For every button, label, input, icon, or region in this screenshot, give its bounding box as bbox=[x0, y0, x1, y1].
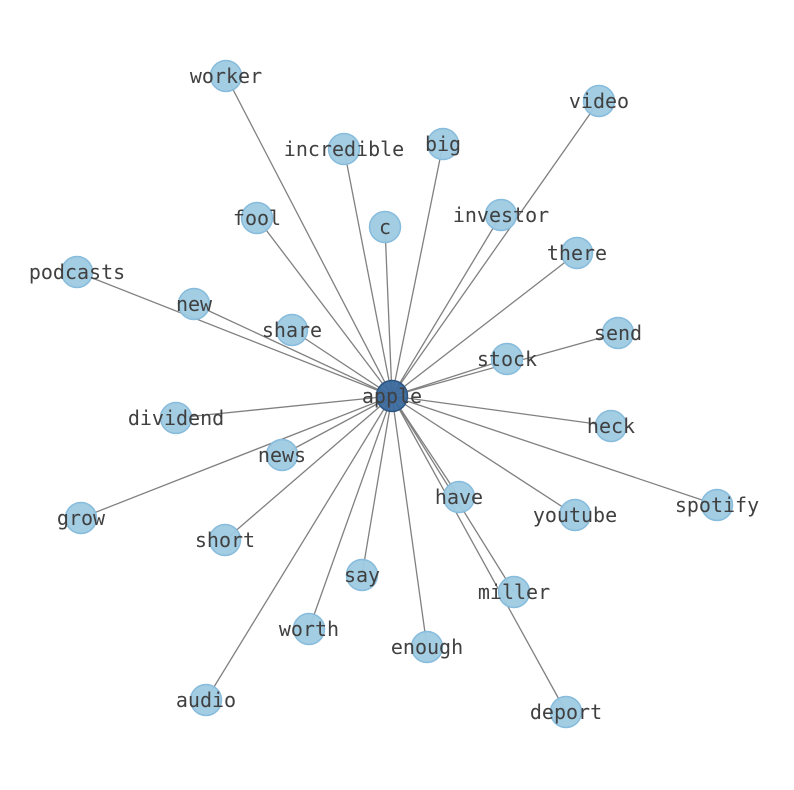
edge-apple-c bbox=[384, 226, 393, 397]
node-new[interactable] bbox=[177, 287, 211, 321]
edge-apple-dividend bbox=[175, 395, 393, 419]
node-spotify[interactable] bbox=[700, 488, 734, 522]
edge-apple-incredible bbox=[343, 148, 393, 397]
node-label-miller: miller bbox=[478, 580, 550, 604]
node-label-video: video bbox=[569, 89, 629, 113]
node-label-worker: worker bbox=[190, 64, 262, 88]
node-youtube[interactable] bbox=[558, 498, 592, 532]
node-label-podcasts: podcasts bbox=[29, 260, 125, 284]
edge-apple-audio bbox=[205, 395, 393, 701]
node-label-share: share bbox=[262, 318, 322, 342]
edge-apple-podcasts bbox=[76, 271, 393, 397]
edge-apple-say bbox=[361, 395, 393, 576]
edge-apple-worker bbox=[225, 75, 393, 397]
node-label-there: there bbox=[547, 241, 607, 265]
node-label-fool: fool bbox=[233, 206, 281, 230]
node-c[interactable] bbox=[368, 210, 402, 244]
node-enough[interactable] bbox=[410, 630, 444, 664]
node-podcasts[interactable] bbox=[60, 255, 94, 289]
node-label-have: have bbox=[435, 485, 483, 509]
edge-apple-deport bbox=[391, 395, 567, 713]
edge-apple-youtube bbox=[391, 395, 576, 516]
node-label-audio: audio bbox=[176, 688, 236, 712]
edge-apple-grow bbox=[80, 395, 393, 519]
node-label-c: c bbox=[379, 215, 391, 239]
edge-apple-stock bbox=[391, 358, 508, 397]
node-incredible[interactable] bbox=[327, 132, 361, 166]
labels-layer: worker video incredible big c fool investor the… bbox=[29, 64, 759, 724]
edges-layer bbox=[76, 75, 718, 713]
node-have[interactable] bbox=[442, 480, 476, 514]
node-label-news: news bbox=[258, 443, 306, 467]
node-label-new: new bbox=[176, 292, 213, 316]
node-news[interactable] bbox=[265, 438, 299, 472]
node-investor[interactable] bbox=[484, 198, 518, 232]
nodes-layer bbox=[60, 59, 734, 729]
edge-apple-new bbox=[193, 303, 393, 397]
node-say[interactable] bbox=[345, 558, 379, 592]
node-grow[interactable] bbox=[64, 501, 98, 535]
node-label-heck: heck bbox=[587, 414, 635, 438]
edge-apple-there bbox=[391, 252, 578, 397]
edge-apple-fool bbox=[256, 217, 393, 397]
edge-apple-short bbox=[224, 395, 393, 541]
node-video[interactable] bbox=[582, 84, 616, 118]
edge-apple-video bbox=[391, 100, 600, 397]
node-label-worth: worth bbox=[279, 617, 339, 641]
edge-apple-news bbox=[281, 395, 393, 456]
node-short[interactable] bbox=[208, 523, 242, 557]
edge-apple-worth bbox=[308, 395, 393, 630]
node-worker[interactable] bbox=[209, 59, 243, 93]
node-audio[interactable] bbox=[189, 683, 223, 717]
edge-apple-big bbox=[391, 143, 444, 397]
node-label-grow: grow bbox=[57, 506, 106, 530]
node-label-short: short bbox=[195, 528, 255, 552]
node-label-deport: deport bbox=[530, 700, 602, 724]
node-fool[interactable] bbox=[240, 201, 274, 235]
node-miller[interactable] bbox=[497, 575, 531, 609]
edge-apple-enough bbox=[391, 395, 428, 648]
node-label-investor: investor bbox=[453, 203, 549, 227]
node-label-youtube: youtube bbox=[533, 503, 617, 527]
node-there[interactable] bbox=[560, 236, 594, 270]
node-worth[interactable] bbox=[292, 612, 326, 646]
node-share[interactable] bbox=[275, 313, 309, 347]
edge-apple-spotify bbox=[391, 395, 718, 506]
node-stock[interactable] bbox=[490, 342, 524, 376]
node-label-apple: apple bbox=[362, 384, 422, 408]
node-send[interactable] bbox=[601, 316, 635, 350]
node-label-spotify: spotify bbox=[675, 493, 759, 517]
node-dividend[interactable] bbox=[159, 401, 193, 435]
node-apple[interactable] bbox=[375, 379, 409, 413]
node-label-dividend: dividend bbox=[128, 406, 224, 430]
node-label-stock: stock bbox=[477, 347, 537, 371]
node-big[interactable] bbox=[426, 127, 460, 161]
node-deport[interactable] bbox=[549, 695, 583, 729]
node-label-send: send bbox=[594, 321, 642, 345]
node-label-say: say bbox=[344, 563, 380, 587]
edge-apple-share bbox=[291, 329, 393, 397]
edge-apple-investor bbox=[391, 214, 502, 397]
node-label-incredible: incredible bbox=[284, 137, 404, 161]
edge-apple-heck bbox=[391, 395, 612, 427]
node-label-big: big bbox=[425, 132, 461, 156]
node-label-enough: enough bbox=[391, 635, 463, 659]
node-heck[interactable] bbox=[594, 409, 628, 443]
